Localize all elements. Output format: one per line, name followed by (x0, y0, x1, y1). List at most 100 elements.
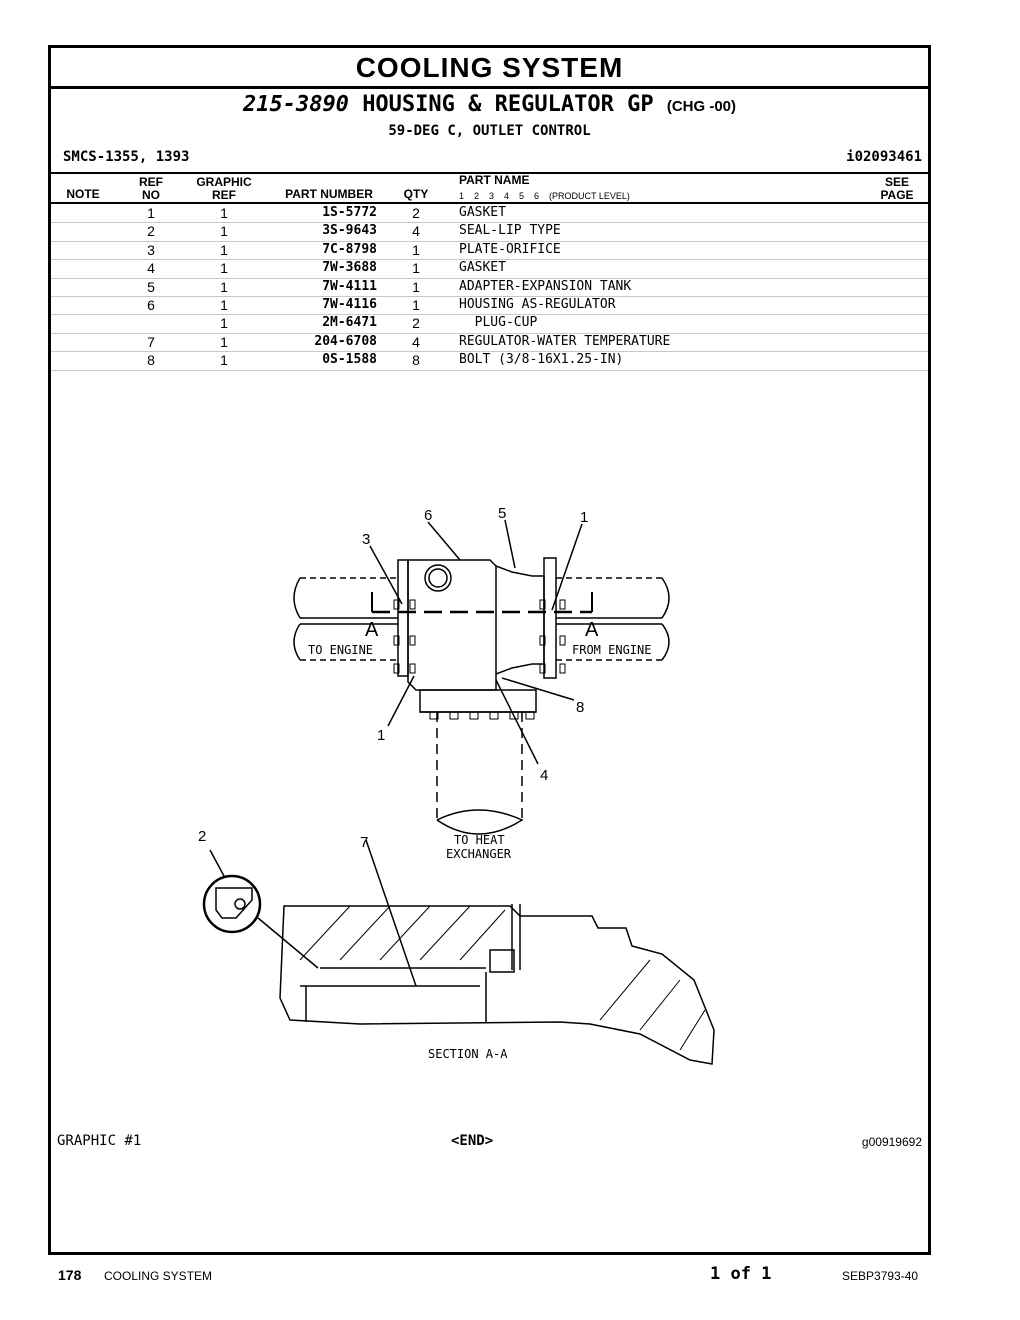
table-row: 2 1 3S-9643 4 SEAL-LIP TYPE (51, 222, 928, 242)
footer-page-number: 178 (58, 1267, 82, 1283)
group-part-number: 215-3890 (242, 92, 349, 117)
label-from-engine: FROM ENGINE (572, 643, 651, 657)
col-graphic-ref: GRAPHIC REF (189, 176, 259, 202)
callout-7: 7 (360, 834, 368, 851)
col-product-level: 1 2 3 4 5 6 (PRODUCT LEVEL) (459, 191, 630, 201)
cell-graphic-ref: 1 (220, 315, 228, 332)
lower-pipe-end (436, 809, 524, 835)
bolt-head (559, 663, 566, 674)
bolt-head (539, 635, 546, 646)
col-note: NOTE (66, 187, 100, 201)
cell-ref-no: 8 (147, 352, 155, 369)
plug-cup (424, 564, 452, 592)
cell-ref-no: 5 (147, 278, 155, 295)
bolt-head (393, 663, 400, 674)
callout-2: 2 (198, 828, 206, 845)
col-part-number: PART NUMBER (285, 187, 373, 201)
bolt-head (509, 711, 519, 720)
col-see-page-top: SEE (884, 175, 909, 189)
callout-8: 8 (576, 699, 584, 716)
cell-graphic-ref: 1 (220, 205, 228, 221)
graphic-reference: g00919692 (861, 1135, 922, 1149)
callout-3: 3 (362, 531, 370, 548)
bolt-head (489, 711, 499, 720)
cell-part-number: 3S-9643 (322, 223, 377, 239)
section-title: COOLING SYSTEM (51, 48, 928, 89)
bolt-head (559, 599, 566, 610)
cell-qty: 1 (412, 278, 420, 295)
cell-part-name: GASKET (459, 205, 506, 220)
cell-part-name: PLUG-CUP (459, 315, 538, 331)
bottom-flange (419, 689, 537, 713)
callout-6: 6 (424, 507, 432, 524)
cell-qty: 1 (412, 241, 420, 258)
cell-qty: 4 (412, 223, 420, 240)
footer-page-of: 1 of 1 (710, 1264, 772, 1284)
left-flange (397, 559, 409, 677)
bolt-head (525, 711, 535, 720)
cell-ref-no: 6 (147, 297, 155, 313)
cell-part-name: ADAPTER-EXPANSION TANK (459, 278, 632, 294)
cell-graphic-ref: 1 (220, 352, 228, 369)
bolt-head (429, 711, 439, 720)
col-part-name: PART NAME (459, 173, 530, 187)
cell-graphic-ref: 1 (220, 260, 228, 277)
regulator-housing (407, 559, 497, 691)
cell-part-name: SEAL-LIP TYPE (459, 223, 561, 239)
left-pipe-end-lower (293, 623, 301, 661)
col-ref-no: REF NO (131, 176, 171, 202)
cell-qty: 1 (412, 260, 420, 277)
cell-graphic-ref: 1 (220, 241, 228, 258)
cell-ref-no: 3 (147, 241, 155, 258)
cell-qty: 8 (412, 352, 420, 369)
cell-graphic-ref: 1 (220, 223, 228, 240)
cell-part-number: 0S-1588 (322, 352, 377, 368)
cell-part-name: REGULATOR-WATER TEMPERATURE (459, 333, 671, 349)
adapter (495, 565, 545, 675)
callout-4: 4 (540, 767, 548, 784)
col-graphic-ref-bottom: REF (212, 188, 236, 202)
left-pipe-end-upper (293, 577, 301, 619)
cell-graphic-ref: 1 (220, 297, 228, 313)
callout-1-bottom: 1 (377, 727, 385, 744)
label-section-aa: SECTION A-A (428, 1047, 508, 1061)
seal-detail-circle (202, 874, 262, 934)
callout-5: 5 (498, 505, 506, 522)
graphic-label: GRAPHIC #1 (57, 1133, 142, 1149)
cell-ref-no: 1 (147, 205, 155, 221)
cell-part-number: 7W-4116 (322, 297, 377, 312)
change-level: (CHG -00) (666, 98, 737, 115)
cell-part-number: 7C-8798 (322, 241, 377, 257)
bolt-head (469, 711, 479, 720)
table-row: 1 2M-6471 2 PLUG-CUP (51, 314, 928, 334)
bolt-head (393, 599, 400, 610)
col-ref-no-top: REF (139, 175, 163, 189)
cell-ref-no: 4 (147, 260, 155, 277)
page-frame: COOLING SYSTEM 215-3890 HOUSING & REGULA… (48, 45, 931, 1255)
section-mark-left: A (365, 619, 379, 641)
cell-part-name: PLATE-ORIFICE (459, 241, 561, 257)
label-exchanger: EXCHANGER (446, 847, 512, 861)
cell-part-number: 7W-3688 (322, 260, 377, 276)
table-row: 4 1 7W-3688 1 GASKET (51, 259, 928, 279)
table-row: 3 1 7C-8798 1 PLATE-ORIFICE (51, 241, 928, 261)
cell-qty: 2 (412, 315, 420, 332)
bolt-head (409, 635, 416, 646)
cell-part-number: 2M-6471 (322, 315, 377, 331)
callout-1-top: 1 (580, 509, 588, 526)
bolt-head (539, 663, 546, 674)
col-qty: QTY (403, 187, 429, 201)
label-to-engine: TO ENGINE (308, 643, 373, 657)
bolt-head (559, 635, 566, 646)
label-to-heat: TO HEAT (454, 833, 505, 847)
cell-part-number: 1S-5772 (322, 205, 377, 220)
cell-part-name: HOUSING AS-REGULATOR (459, 297, 616, 312)
cell-part-name: GASKET (459, 260, 506, 276)
cell-ref-no: 2 (147, 223, 155, 240)
cell-ref-no: 7 (147, 333, 155, 350)
col-graphic-ref-top: GRAPHIC (196, 175, 252, 189)
